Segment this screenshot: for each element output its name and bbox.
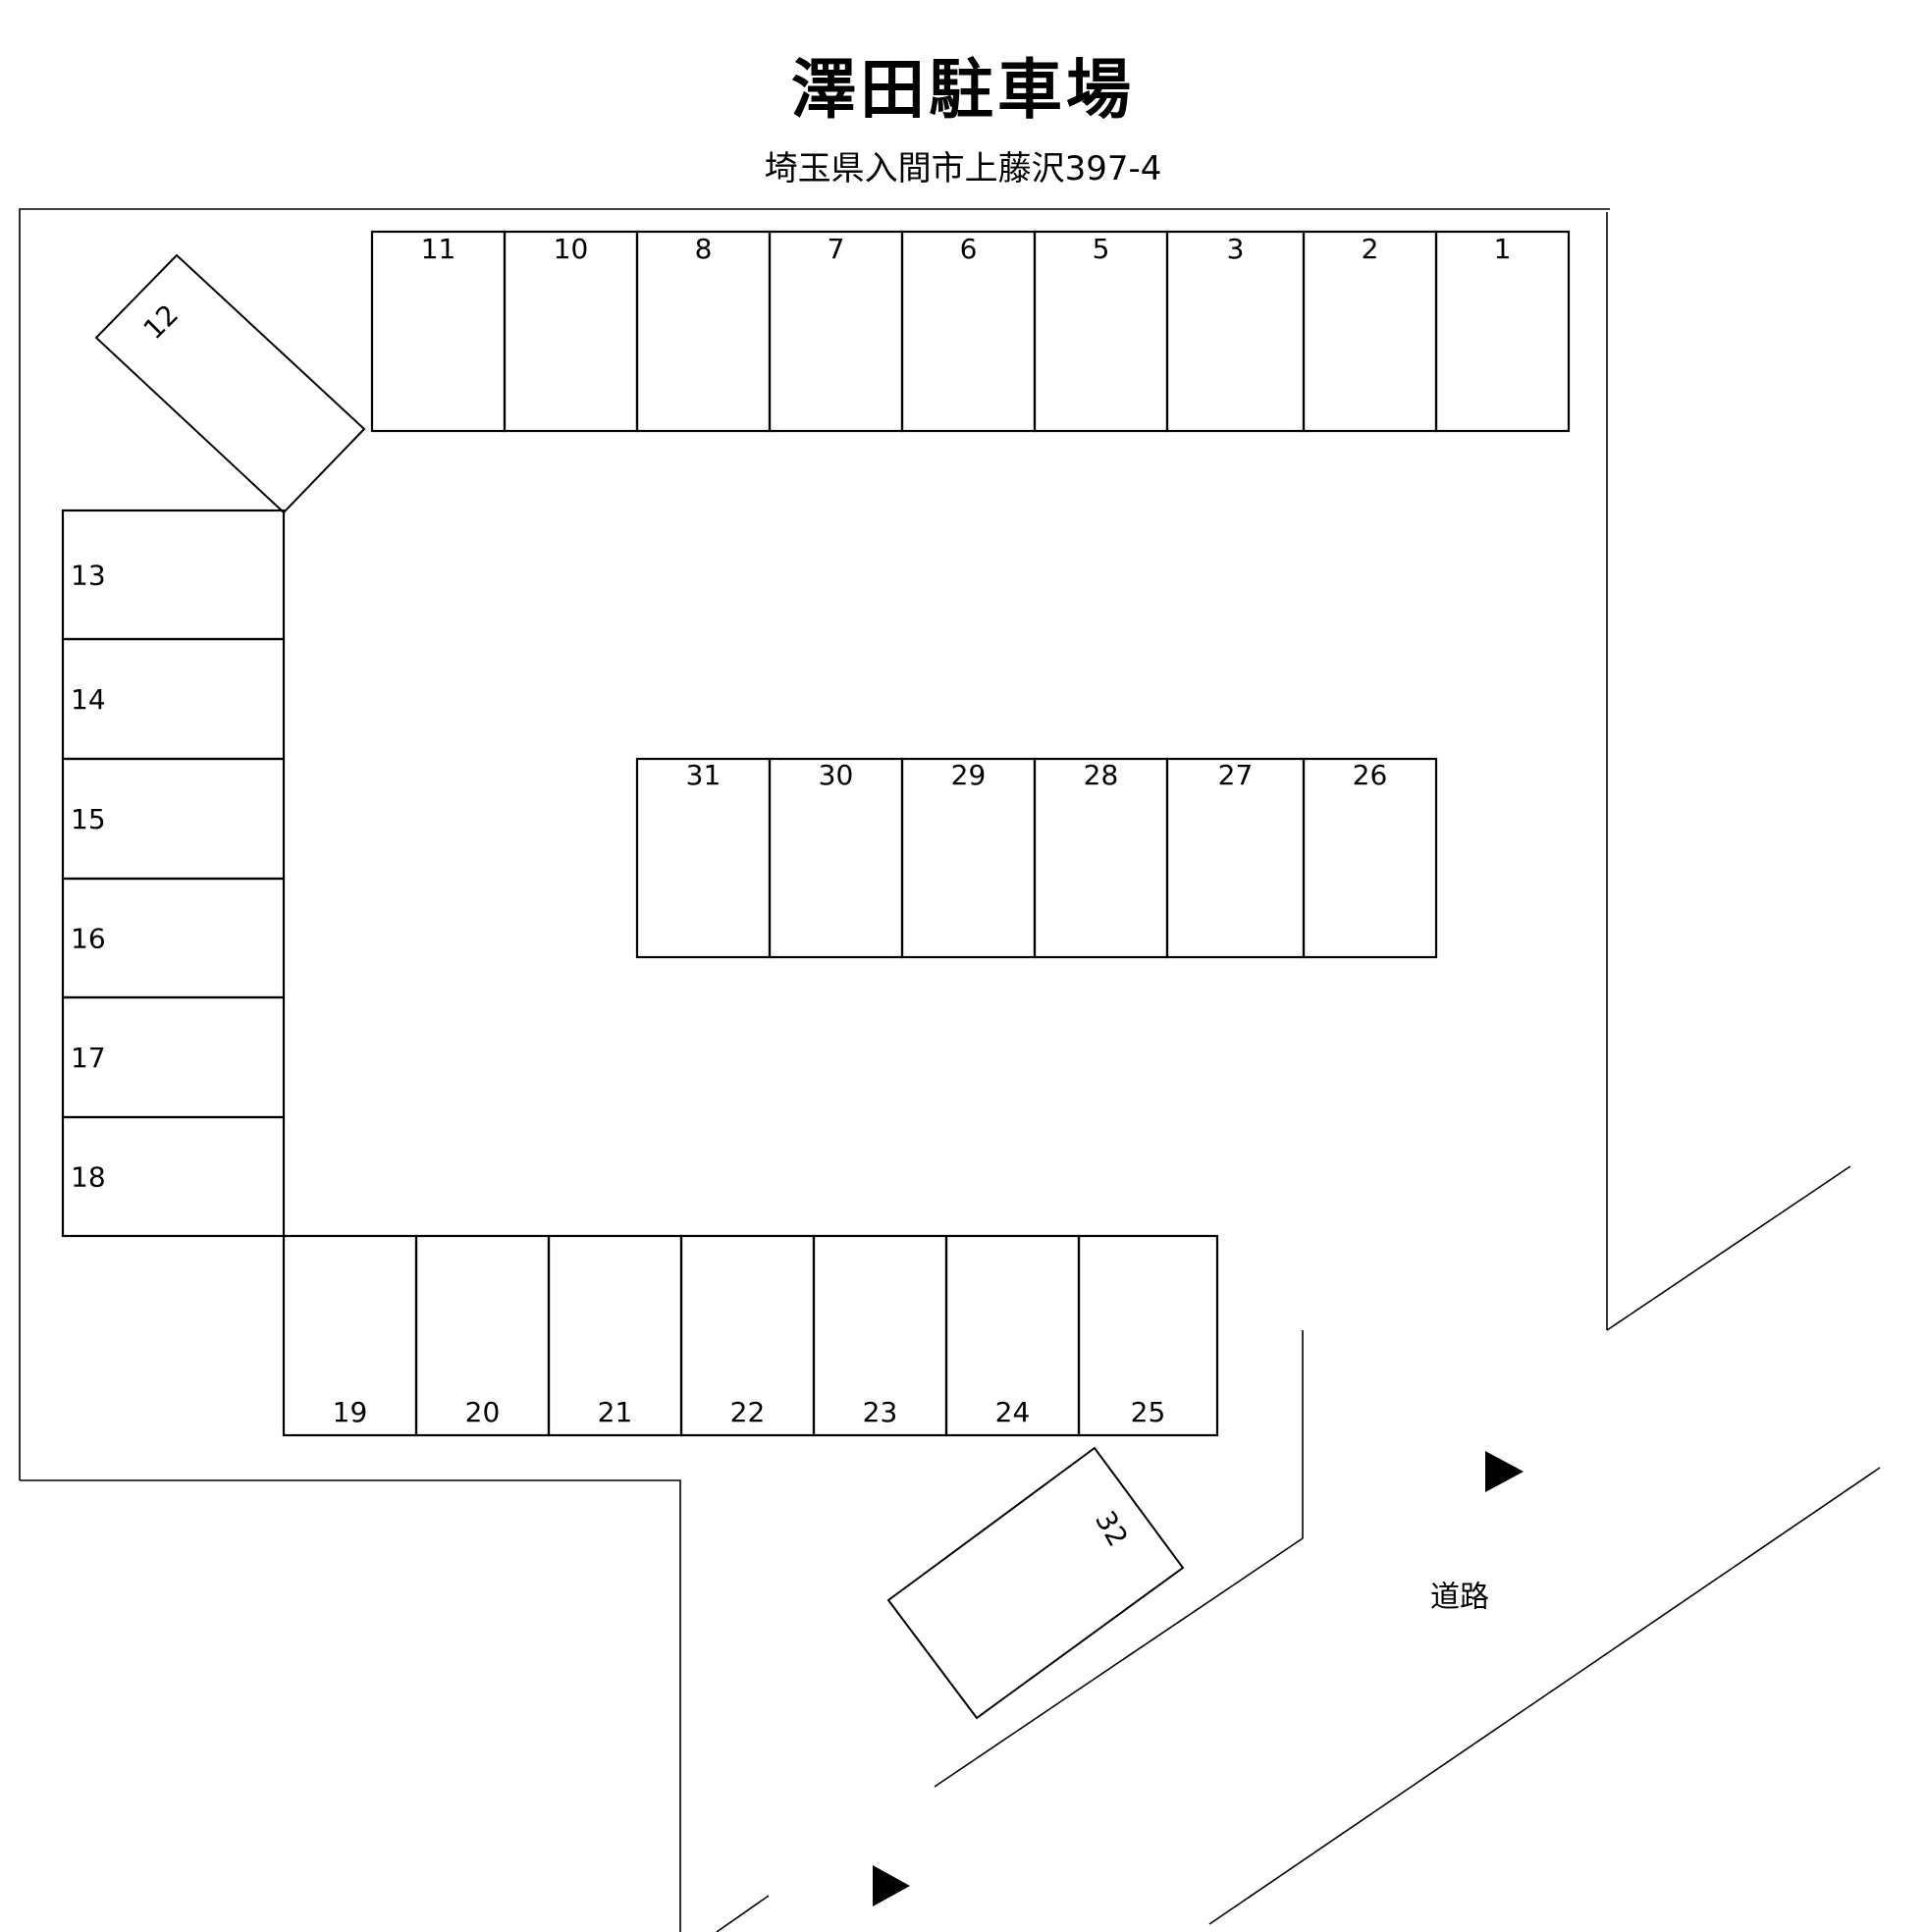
space-19: 19 (282, 1234, 418, 1437)
space-number: 8 (695, 233, 713, 265)
space-14: 14 (61, 637, 286, 761)
space-number: 1 (1494, 233, 1512, 265)
space-number: 6 (960, 233, 978, 265)
space-outline (94, 253, 366, 514)
space-28: 28 (1033, 757, 1169, 959)
space-number: 16 (71, 923, 106, 955)
space-number: 24 (995, 1396, 1031, 1428)
space-number: 5 (1093, 233, 1110, 265)
space-1: 1 (1434, 230, 1571, 433)
space-number: 21 (598, 1396, 633, 1428)
road-edge (1606, 1165, 1851, 1331)
space-number: 25 (1131, 1396, 1166, 1428)
space-outline (886, 1446, 1185, 1720)
space-10: 10 (503, 230, 639, 433)
space-number: 3 (1227, 233, 1245, 265)
space-11: 11 (370, 230, 507, 433)
space-24: 24 (944, 1234, 1081, 1437)
space-outline (1077, 1234, 1219, 1437)
space-number: 26 (1353, 759, 1388, 791)
road-label: 道路 (1430, 1581, 1489, 1615)
space-7: 7 (768, 230, 904, 433)
space-number: 17 (71, 1042, 106, 1074)
space-row-top: 11 10 8 7 6 5 3 2 1 (370, 230, 1571, 433)
space-number: 15 (71, 803, 106, 835)
space-number: 31 (686, 759, 722, 791)
space-18: 18 (61, 1115, 286, 1238)
space-13: 13 (61, 509, 286, 641)
page-title: 澤田駐車場 (791, 52, 1135, 128)
space-30: 30 (768, 757, 904, 959)
space-6: 6 (900, 230, 1037, 433)
space-number: 11 (421, 233, 456, 265)
space-17: 17 (61, 995, 286, 1119)
direction-arrow (1485, 1451, 1524, 1492)
space-15: 15 (61, 757, 286, 881)
space-outline (1302, 757, 1438, 959)
space-12: 12 (94, 253, 366, 514)
space-row-bottom: 19 20 21 22 23 24 25 (282, 1234, 1219, 1437)
space-26: 26 (1302, 757, 1438, 959)
space-31: 31 (635, 757, 772, 959)
lot-boundary (20, 1479, 681, 1932)
space-29: 29 (900, 757, 1037, 959)
space-number: 32 (1089, 1506, 1134, 1552)
lot-boundary (19, 208, 1610, 1480)
space-number: 23 (863, 1396, 898, 1428)
space-8: 8 (635, 230, 772, 433)
space-number: 14 (71, 683, 106, 716)
space-outline (61, 1115, 286, 1238)
space-number: 2 (1362, 233, 1379, 265)
space-23: 23 (812, 1234, 948, 1437)
space-2: 2 (1302, 230, 1438, 433)
space-number: 10 (554, 233, 589, 265)
space-number: 27 (1218, 759, 1254, 791)
space-number: 13 (71, 560, 106, 592)
space-21: 21 (547, 1234, 683, 1437)
space-number: 20 (465, 1396, 501, 1428)
space-27: 27 (1165, 757, 1306, 959)
space-32: 32 (886, 1446, 1185, 1720)
space-number: 22 (730, 1396, 766, 1428)
space-number: 29 (951, 759, 987, 791)
space-column-left: 13 14 15 16 17 18 (61, 509, 286, 1238)
address: 埼玉県入間市上藤沢397-4 (764, 149, 1162, 188)
direction-arrow (873, 1865, 910, 1906)
entrance-edge (934, 1330, 1304, 1788)
space-16: 16 (61, 877, 286, 999)
space-outline (1434, 230, 1571, 433)
road-edge (716, 1895, 770, 1932)
space-22: 22 (679, 1234, 816, 1437)
space-number: 30 (819, 759, 854, 791)
space-number: 12 (137, 298, 186, 347)
space-25: 25 (1077, 1234, 1219, 1437)
space-number: 18 (71, 1161, 106, 1194)
space-row-middle: 31 30 29 28 27 26 (635, 757, 1438, 959)
space-5: 5 (1033, 230, 1169, 433)
space-number: 7 (828, 233, 845, 265)
space-3: 3 (1165, 230, 1306, 433)
space-number: 19 (333, 1396, 368, 1428)
space-20: 20 (414, 1234, 551, 1437)
space-number: 28 (1084, 759, 1119, 791)
road-edge (1208, 1467, 1881, 1925)
